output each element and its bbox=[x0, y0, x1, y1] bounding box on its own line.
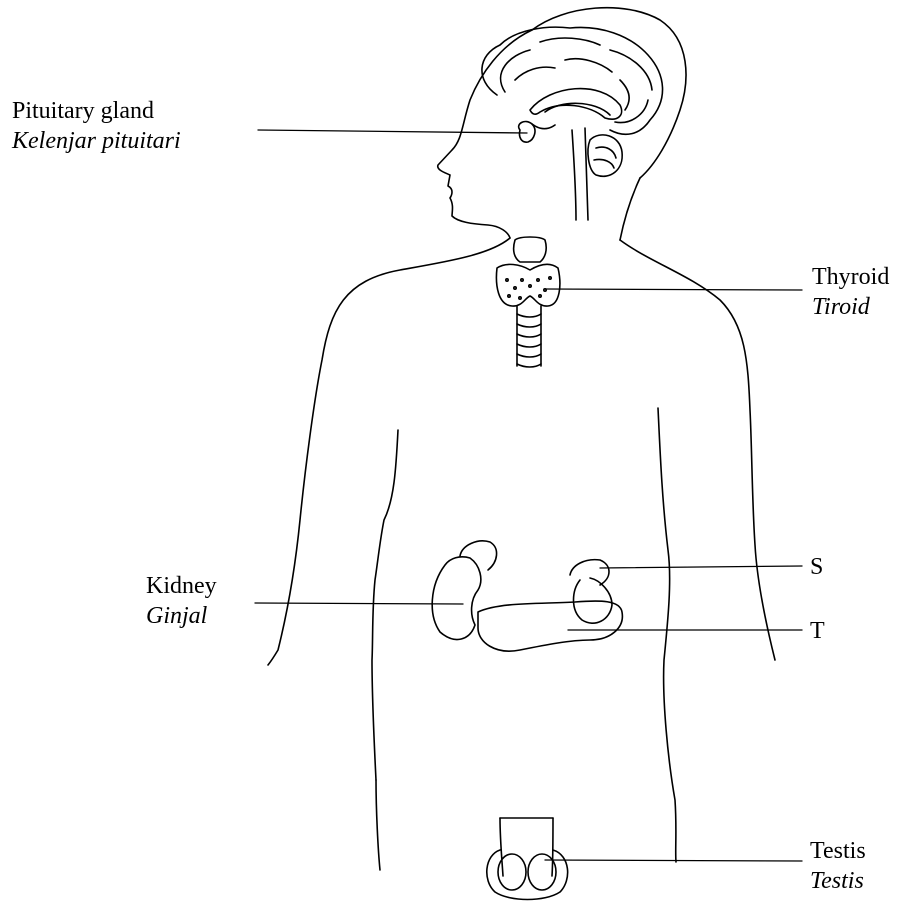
s-label-en: S bbox=[810, 552, 823, 582]
testis-label: Testis Testis bbox=[810, 836, 866, 896]
kidney-label-en: Kidney bbox=[146, 571, 217, 601]
kidney-label: Kidney Ginjal bbox=[146, 571, 217, 631]
body-outline bbox=[268, 8, 775, 876]
thyroid-label: Thyroid Tiroid bbox=[812, 262, 889, 322]
testis-label-en: Testis bbox=[810, 836, 866, 866]
thyroid-leader bbox=[545, 289, 802, 290]
leader-lines bbox=[255, 130, 802, 861]
pituitary-label: Pituitary gland Kelenjar pituitari bbox=[12, 96, 181, 156]
testis-illustration bbox=[487, 850, 568, 900]
thyroid-label-en: Thyroid bbox=[812, 262, 889, 292]
pituitary-label-en: Pituitary gland bbox=[12, 96, 181, 126]
thyroid-label-ms: Tiroid bbox=[812, 292, 889, 322]
t-label-en: T bbox=[810, 616, 825, 646]
pituitary-label-ms: Kelenjar pituitari bbox=[12, 126, 181, 156]
testis-label-ms: Testis bbox=[810, 866, 866, 896]
pancreas-illustration bbox=[478, 560, 622, 651]
s-label: S bbox=[810, 552, 823, 582]
testis-leader bbox=[545, 860, 802, 861]
thyroid-illustration bbox=[496, 237, 559, 367]
s-leader bbox=[600, 566, 802, 568]
kidney-label-ms: Ginjal bbox=[146, 601, 217, 631]
brain-illustration bbox=[482, 27, 663, 220]
pituitary-leader bbox=[258, 130, 527, 133]
t-label: T bbox=[810, 616, 825, 646]
kidney-illustration bbox=[432, 541, 496, 640]
